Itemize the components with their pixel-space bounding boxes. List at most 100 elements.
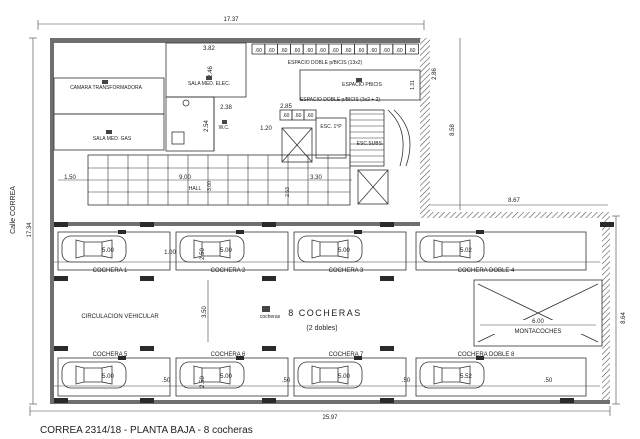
- stairs-block: ESC. 1°P ESC.SUBS.: [281, 109, 411, 205]
- dim-right-height: 8.64: [621, 312, 627, 324]
- column: [262, 398, 276, 403]
- room-bikes-spot: ESPACIO PBICIS: [342, 82, 382, 88]
- dimension-top: 17.37: [37, 17, 425, 30]
- dim-room-g: 1.31: [410, 80, 416, 90]
- dim-circulation-height: 3.50: [202, 306, 208, 318]
- dim-corridor-width: 9.00: [179, 175, 191, 181]
- parking-label: COCHERA DOBLE 4: [458, 268, 515, 274]
- bike-cell-label: .60: [383, 48, 390, 54]
- room-stair: ESC.SUBS.: [357, 141, 384, 147]
- center-main: 8 COCHERAS: [288, 308, 362, 318]
- bike-cell-label: .60: [295, 113, 302, 119]
- parking-label: COCHERA 2: [211, 268, 246, 274]
- bike-cell: [405, 43, 419, 55]
- parking-length: 5.52: [460, 374, 472, 380]
- spacing-label: .50: [402, 378, 411, 384]
- column: [262, 222, 276, 227]
- car-icon: [297, 235, 363, 263]
- car-icon: [297, 361, 363, 389]
- dimension-left: 17.34 Calle CORREA: [10, 37, 37, 405]
- column: [54, 276, 68, 281]
- dim-mid-right-height: 8.58: [450, 124, 456, 136]
- dim-car-lift: 6.00: [532, 319, 544, 325]
- dim-mid-right-width: 8.67: [508, 198, 520, 204]
- dim-top-width: 17.37: [223, 17, 239, 23]
- column: [354, 230, 362, 234]
- room-circulation: CIRCULACION VEHICULAR: [81, 314, 159, 320]
- room-bike-space-2: ESPACIO DOBLE p/BICIS (3x2 + 2): [300, 97, 380, 103]
- bike-cell-label: .60: [332, 48, 339, 54]
- parking-length: 5.00: [220, 374, 232, 380]
- parking-label: COCHERA 7: [329, 352, 364, 358]
- column: [560, 398, 574, 403]
- column: [140, 346, 154, 351]
- parking-label: COCHERA 6: [211, 352, 246, 358]
- column: [262, 346, 276, 351]
- parking-length: 5.02: [460, 248, 472, 254]
- dim-corridor-left: 1.50: [64, 175, 76, 181]
- parking-label: COCHERA 5: [93, 352, 128, 358]
- bike-cell-label: .60: [319, 48, 326, 54]
- car-icon: [179, 361, 245, 389]
- parking-length: 5.00: [338, 248, 350, 254]
- dim-left-height: 17.34: [27, 222, 33, 238]
- column: [262, 276, 276, 281]
- room-car-lift: MONTACOCHES: [515, 329, 562, 335]
- column: [140, 398, 154, 403]
- room-bike-space-1: ESPACIO DOBLE p/BICIS (13x2): [288, 60, 363, 66]
- dim-room-e: 1.20: [260, 126, 272, 132]
- spacing-label: .50: [162, 378, 171, 384]
- bike-cell-label: .60: [283, 113, 290, 119]
- bike-cell-label: .60: [293, 48, 300, 54]
- parking-bottom-row: 5.00 COCHERA 5 5.00 COCHERA 6 5.00 COCHERA 7 5…: [54, 352, 600, 397]
- column: [476, 230, 484, 234]
- car-icon: [61, 361, 127, 389]
- room-electric: SALA MED. ELEC.: [188, 81, 230, 87]
- bike-cell-label: .60: [409, 48, 416, 54]
- dimension-bottom: 25.97: [29, 406, 611, 421]
- parking-space: 5.00 COCHERA 6: [175, 352, 289, 397]
- page-title: CORREA 2314/18 - PLANTA BAJA - 8 cochera…: [40, 425, 253, 436]
- parking-length: 5.00: [220, 248, 232, 254]
- column: [236, 230, 244, 234]
- parking-space: 5.00 COCHERA 5: [57, 352, 171, 397]
- car-icon: [419, 235, 485, 263]
- center-label: cocheras 8 COCHERAS (2 dobles): [260, 306, 362, 332]
- parking-space: 5.52 COCHERA DOBLE 8: [415, 352, 587, 397]
- column: [118, 230, 126, 234]
- center-sub: (2 dobles): [306, 325, 337, 332]
- column: [380, 222, 394, 227]
- column: [380, 398, 394, 403]
- bike-cell-label: .60: [307, 113, 314, 119]
- spacing-label: .50: [282, 378, 291, 384]
- parking-length: 5.00: [338, 374, 350, 380]
- parking-length: 5.00: [102, 248, 114, 254]
- bike-cell-label: .60: [255, 48, 262, 54]
- dim-room-f: 2.85: [280, 104, 292, 110]
- column: [600, 222, 614, 227]
- parking-label: COCHERA 1: [93, 268, 128, 274]
- parking-label: COCHERA 3: [329, 268, 364, 274]
- parking-length: 5.00: [102, 374, 114, 380]
- car-icon: [61, 235, 127, 263]
- column: [380, 276, 394, 281]
- top-rooms: CAMARA TRANSFORMADORA SALA MED. GAS 3.82…: [53, 42, 421, 152]
- bike-cell: [303, 109, 317, 121]
- column: [140, 276, 154, 281]
- column: [476, 356, 484, 360]
- bike-cell-label: .60: [345, 48, 352, 54]
- bike-cells: .60.60.60.60.60.60.60.60.60.60.60.60.60.…: [251, 43, 419, 121]
- column: [354, 356, 362, 360]
- center-tag: cocheras: [260, 314, 281, 320]
- parking-label: COCHERA DOBLE 8: [458, 352, 515, 358]
- dim-room-c: 2.38: [220, 105, 232, 111]
- bike-cell-label: .60: [281, 48, 288, 54]
- spacing-label: .50: [544, 378, 553, 384]
- bike-cell-label: .60: [268, 48, 275, 54]
